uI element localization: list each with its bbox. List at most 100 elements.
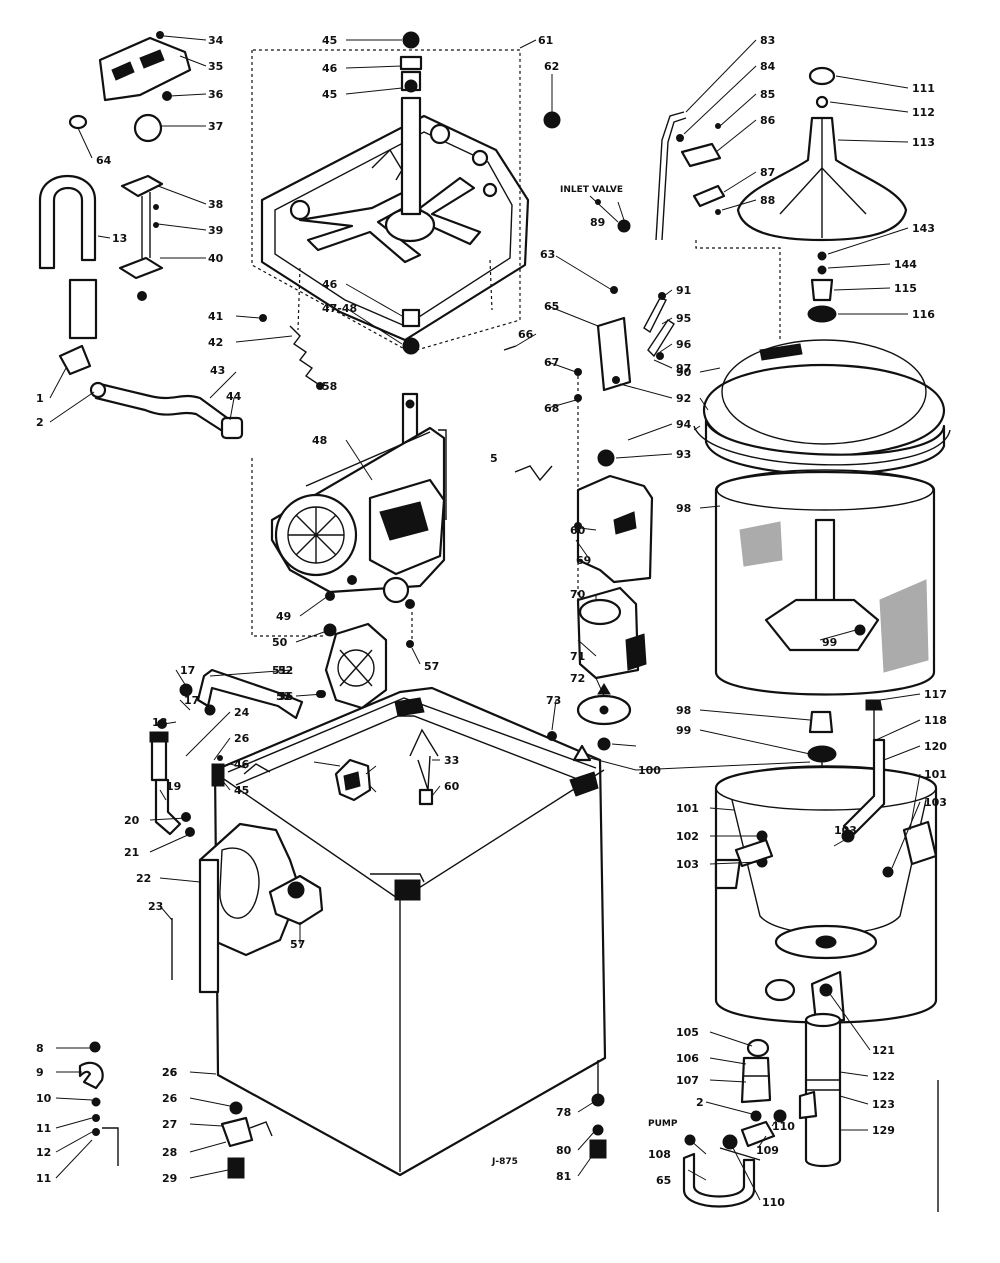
part-label: 38 xyxy=(208,198,223,211)
leader-lines xyxy=(49,35,921,1201)
top-cover-panel xyxy=(260,31,530,355)
right-dashed-guide xyxy=(695,240,781,340)
part-label: 12 xyxy=(36,1146,51,1159)
part-label: 9 xyxy=(36,1066,44,1079)
small-parts-8-12 xyxy=(78,1041,119,1166)
part-label: 103 xyxy=(834,824,857,837)
part-label: 103 xyxy=(924,796,947,809)
part-label: 48 xyxy=(312,434,327,447)
part-label: 5 xyxy=(490,452,498,465)
pump-104-109 xyxy=(740,1038,787,1148)
drain-hose-u-shape xyxy=(38,175,98,340)
part-label: 17 xyxy=(184,694,199,707)
part-label: 13 xyxy=(112,232,127,245)
part-label: 33 xyxy=(444,754,459,767)
tub-ring-91-92 xyxy=(693,339,951,476)
part-label: 20 xyxy=(124,814,140,827)
part-label: 87 xyxy=(760,166,775,179)
part-label: 90 xyxy=(676,366,692,379)
part-label: 117 xyxy=(924,688,947,701)
part-label: 8 xyxy=(36,1042,44,1055)
part-label: 40 xyxy=(208,252,224,265)
part-label: 34 xyxy=(208,34,224,47)
part-label: 62 xyxy=(544,60,559,73)
part-label: 24 xyxy=(234,706,250,719)
tub-cover-dashed-guides xyxy=(251,49,521,353)
part-label: 72 xyxy=(570,672,585,685)
part-label: 98 xyxy=(676,502,691,515)
part-label: 41 xyxy=(208,310,223,323)
part-label: 113 xyxy=(912,136,935,149)
part-label: 2 xyxy=(36,416,44,429)
float-ball xyxy=(68,91,172,143)
part-label: 44 xyxy=(226,390,242,403)
part-label: 102 xyxy=(676,830,699,843)
part-label: 66 xyxy=(518,328,534,341)
part-label: 37 xyxy=(208,120,223,133)
motor-72 xyxy=(576,586,647,680)
part-label: 96 xyxy=(676,338,692,351)
part-label: 106 xyxy=(676,1052,699,1065)
part-label: 98 xyxy=(676,704,691,717)
part-label: 112 xyxy=(912,106,935,119)
motor-switch-52 xyxy=(268,874,324,926)
transmission-assembly xyxy=(270,426,447,609)
motor-cover-70 xyxy=(574,449,654,584)
part-label: 95 xyxy=(676,312,691,325)
part-label: 26 xyxy=(162,1066,178,1079)
hose-connector-1 xyxy=(58,344,92,376)
part-label: 68 xyxy=(544,402,559,415)
part-label: 46 xyxy=(322,62,338,75)
part-label: 26 xyxy=(162,1092,178,1105)
part-label: 118 xyxy=(924,714,947,727)
part-label: 84 xyxy=(760,60,776,73)
part-label: 47-48 xyxy=(322,302,357,315)
part-label: 36 xyxy=(208,88,224,101)
part-label: 81 xyxy=(556,1170,571,1183)
part-label: 65 xyxy=(544,300,559,313)
part-label: 143 xyxy=(912,222,935,235)
foot-76-78 xyxy=(589,1060,607,1159)
part-label: 11 xyxy=(36,1122,51,1135)
part-label: 35 xyxy=(208,60,223,73)
part-label: 88 xyxy=(760,194,775,207)
leveling-leg-26-29 xyxy=(220,1101,273,1179)
part-label: 115 xyxy=(894,282,917,295)
part-label: 110 xyxy=(772,1120,795,1133)
part-label: 43 xyxy=(210,364,225,377)
water-inlet-pipe-62-63 xyxy=(543,111,687,241)
part-label: 73 xyxy=(546,694,561,707)
part-label: 78 xyxy=(556,1106,571,1119)
part-label: 144 xyxy=(894,258,917,271)
part-label: 39 xyxy=(208,224,223,237)
part-label: 52 xyxy=(276,690,291,703)
part-label: 52 xyxy=(278,664,293,677)
cabinet-inner-brace xyxy=(409,728,439,806)
part-label: 100 xyxy=(638,764,661,777)
part-label: 111 xyxy=(912,82,935,95)
clip-5 xyxy=(514,465,553,482)
part-label: 121 xyxy=(872,1044,895,1057)
part-label: 56 xyxy=(278,690,294,703)
part-label: 110 xyxy=(762,1196,785,1209)
part-label: 21 xyxy=(124,846,139,859)
part-label: 46 xyxy=(234,758,250,771)
part-label: 71 xyxy=(570,650,585,663)
part-label: 123 xyxy=(872,1098,895,1111)
part-label: 120 xyxy=(924,740,947,753)
part-label: 42 xyxy=(208,336,223,349)
part-label: 70 xyxy=(570,588,586,601)
part-label: 107 xyxy=(676,1074,699,1087)
part-label: 51 xyxy=(272,664,287,677)
pump-hose-51 xyxy=(682,1134,761,1208)
part-label: 58 xyxy=(322,380,337,393)
part-label: 63 xyxy=(540,248,555,261)
relay-129 xyxy=(334,758,372,802)
pulley-73 xyxy=(547,683,632,762)
part-label: 10 xyxy=(36,1092,52,1105)
motor-bracket-66 xyxy=(503,286,632,402)
part-label: 80 xyxy=(556,1144,572,1157)
pump-gear-assembly xyxy=(318,622,414,710)
part-label: 116 xyxy=(912,308,935,321)
inlet-valve-parts-84-87 xyxy=(676,123,726,215)
